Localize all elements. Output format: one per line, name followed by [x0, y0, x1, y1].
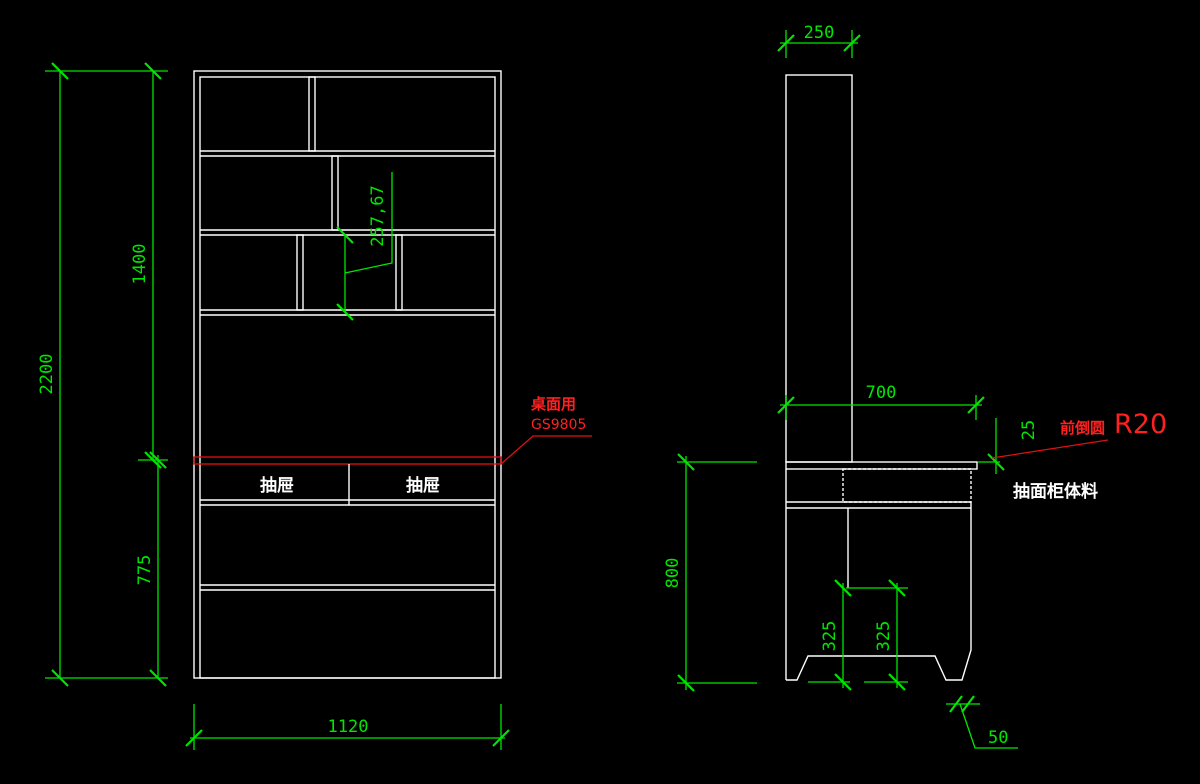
dimension-label-foot: 50	[988, 728, 1008, 748]
dimension-desk-depth: 700	[777, 383, 985, 420]
round-note-prefix: 前倒圆	[1060, 419, 1105, 437]
dimension-label-diagonal: 257,67	[368, 185, 388, 246]
dimension-tick	[51, 669, 69, 687]
dimension-label-desk-depth: 700	[866, 383, 897, 403]
leader-line	[959, 703, 1018, 749]
dimension-tick	[336, 303, 354, 321]
dimension-tick	[834, 673, 852, 691]
dimension-tick	[834, 579, 852, 597]
dimension-label-width: 1120	[328, 717, 369, 737]
dimension-label-leg-right: 325	[874, 621, 894, 652]
leader-line	[344, 172, 393, 274]
dimension-label-upper-height: 1400	[130, 244, 150, 285]
material-note: 抽面柜体料	[1013, 481, 1098, 502]
dimension-tick	[777, 396, 795, 414]
round-edge-note: 前倒圆 R20	[991, 409, 1167, 459]
dimension-tick	[144, 62, 162, 80]
upper-cabinet-side	[785, 74, 853, 463]
shelf-divider	[395, 234, 403, 311]
dimension-tick	[677, 674, 695, 692]
dimension-tick	[149, 451, 167, 469]
shelf-divider	[331, 155, 339, 231]
dimension-tick	[492, 729, 510, 747]
dimension-tick	[51, 62, 69, 80]
side-panel-foot	[786, 502, 972, 681]
dimension-desk-height: 800	[663, 453, 757, 692]
dimension-tick	[961, 695, 975, 713]
dimension-label-total-height: 2200	[37, 354, 57, 395]
drawer-right-label: 抽屉	[406, 475, 440, 496]
cabinet-inner-frame	[199, 76, 496, 679]
desk-note-line2: GS9805	[531, 417, 586, 433]
side-view-cabinet	[785, 74, 978, 681]
desk-note-line1: 桌面用	[530, 395, 576, 413]
desk-top-side	[785, 461, 978, 470]
dimension-tick	[677, 453, 695, 471]
dimension-width: 1120	[185, 704, 510, 750]
dimension-lower-height: 775	[135, 451, 168, 687]
dimension-tick	[777, 34, 795, 52]
dimension-label-lower-height: 775	[135, 555, 155, 586]
dimension-upper-height: 1400	[130, 62, 162, 469]
dimension-top-thickness: 25	[978, 418, 1039, 474]
desk-top-board	[193, 456, 502, 465]
dimension-tick	[987, 453, 1005, 471]
front-view-cabinet: 抽屉 抽屉	[193, 70, 502, 679]
dimension-tick	[888, 673, 906, 691]
dimension-foot: 50	[946, 695, 1018, 749]
drawer-box-dashed	[842, 468, 972, 503]
dimension-top-depth: 250	[777, 23, 861, 58]
leader-line	[991, 439, 1109, 459]
dimension-label-desk-height: 800	[663, 558, 683, 589]
shelf-divider	[308, 76, 316, 152]
dimension-tick	[949, 695, 963, 713]
round-note-value: R20	[1114, 409, 1167, 440]
dimension-leg-left: 325	[808, 579, 852, 691]
drawer-left-label: 抽屉	[260, 475, 294, 496]
dimension-diagonal: 257,67	[336, 172, 393, 321]
shelf-divider	[296, 234, 304, 311]
dimension-tick	[843, 34, 861, 52]
cabinet-outer-frame	[193, 70, 502, 679]
dimension-tick	[185, 729, 203, 747]
dimension-label-top-thickness: 25	[1019, 420, 1039, 440]
leader-line	[500, 435, 592, 465]
dimension-leg-right: 325	[846, 579, 908, 691]
dimension-tick	[888, 579, 906, 597]
dimension-tick	[967, 396, 985, 414]
dimension-tick	[149, 669, 167, 687]
dimension-total-height: 2200	[37, 62, 168, 687]
desk-material-note: 桌面用 GS9805	[500, 395, 592, 465]
dimension-label-top-depth: 250	[804, 23, 835, 43]
dimension-tick	[336, 226, 354, 244]
dimension-label-leg-left: 325	[820, 621, 840, 652]
